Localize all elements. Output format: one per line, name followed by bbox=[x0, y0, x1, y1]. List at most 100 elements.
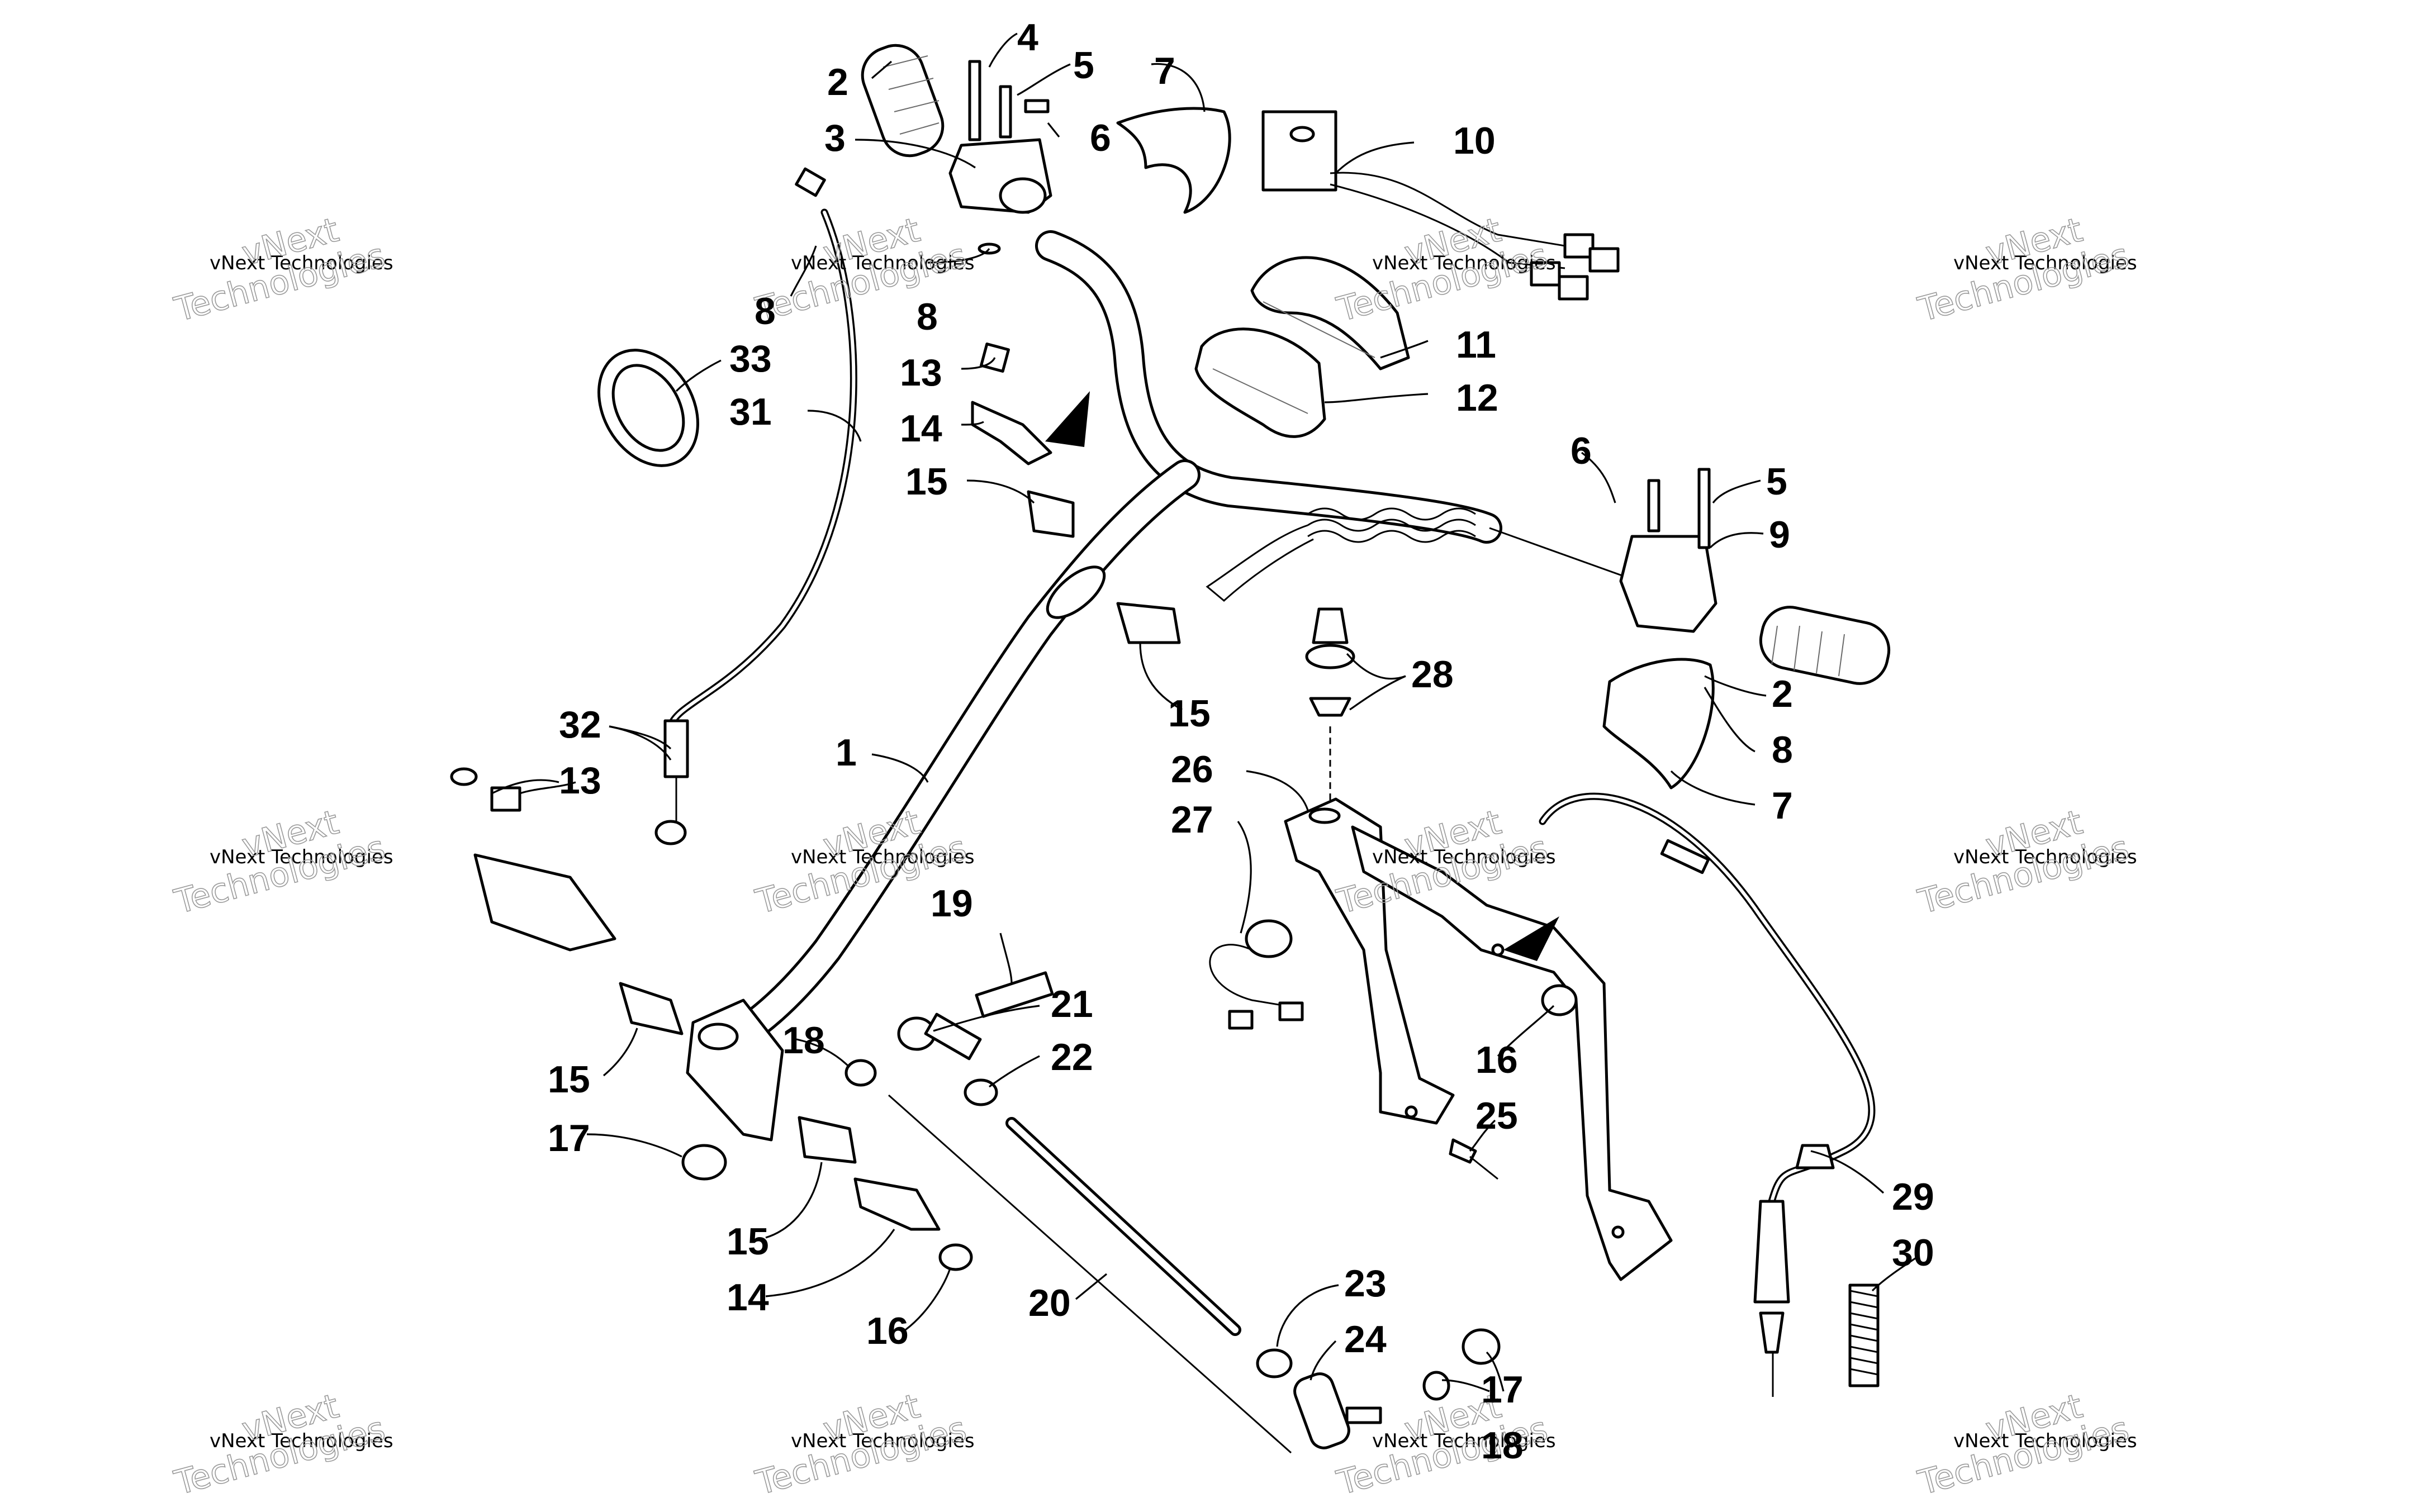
callout-4: 5 bbox=[1766, 460, 1787, 503]
nut-22 bbox=[964, 1078, 998, 1106]
callout-15: 15 bbox=[1168, 692, 1211, 735]
callout-16: 16 bbox=[866, 1310, 909, 1352]
callout-32: 32 bbox=[559, 703, 601, 746]
cable-31 bbox=[654, 167, 857, 845]
callout-13: 13 bbox=[900, 351, 942, 394]
steering-post bbox=[686, 459, 1201, 1142]
callout-26: 26 bbox=[1171, 748, 1213, 791]
clamp-14-bottom bbox=[853, 1177, 941, 1231]
callout-15: 15 bbox=[548, 1058, 590, 1101]
callout-7: 7 bbox=[1154, 50, 1175, 92]
callout-22: 22 bbox=[1051, 1036, 1093, 1078]
callout-15: 15 bbox=[727, 1220, 769, 1263]
clip-7-top bbox=[1116, 107, 1231, 214]
throttle-block-9 bbox=[1619, 468, 1717, 685]
watermark-text: vNext Technologies bbox=[1953, 1430, 2137, 1452]
callout-23: 23 bbox=[1344, 1262, 1387, 1305]
callout-21: 21 bbox=[1051, 983, 1093, 1025]
leader-lines bbox=[491, 32, 1918, 1392]
callout-11: 11 bbox=[1456, 324, 1496, 366]
callout-20: 20 bbox=[1028, 1282, 1071, 1324]
watermark-text: vNext Technologies bbox=[1372, 846, 1556, 868]
callout-16: 16 bbox=[1475, 1039, 1518, 1081]
grip-2-right bbox=[1759, 606, 1891, 685]
callout-3: 3 bbox=[824, 117, 846, 159]
watermark-text: vNext Technologies bbox=[791, 1430, 975, 1452]
clamp-15-b bbox=[1116, 602, 1181, 644]
callout-8: 8 bbox=[1772, 729, 1793, 771]
callout-18: 18 bbox=[1481, 1424, 1524, 1467]
watermark-text: vNext Technologies bbox=[1953, 252, 2137, 274]
tether-cord bbox=[1206, 507, 1476, 805]
callout-13: 13 bbox=[559, 759, 601, 802]
callout-17: 17 bbox=[1481, 1368, 1524, 1411]
callout-4: 4 bbox=[1017, 16, 1038, 59]
bushing-17-right bbox=[1462, 1328, 1501, 1365]
clamp-15-a bbox=[1027, 490, 1075, 538]
cable-29 bbox=[1539, 792, 1876, 1397]
callout-8: 8 bbox=[917, 296, 938, 338]
watermark-text: vNext Technologies bbox=[1372, 252, 1556, 274]
spring-30 bbox=[1848, 1283, 1880, 1387]
switch-housing-3 bbox=[948, 60, 1052, 255]
nut-23 bbox=[1256, 1348, 1293, 1378]
callout-1: 1 bbox=[836, 731, 857, 774]
watermark-text: vNext Technologies bbox=[210, 846, 393, 868]
pin-25 bbox=[1449, 1138, 1498, 1180]
washer-16-bottom bbox=[938, 1243, 973, 1271]
callout-30: 30 bbox=[1892, 1232, 1934, 1274]
watermark-text: vNext Technologies bbox=[791, 846, 975, 868]
tie-rod bbox=[888, 1094, 1292, 1454]
clamp-14-top bbox=[971, 343, 1090, 465]
connector-27 bbox=[1209, 919, 1304, 1030]
mount-plate bbox=[450, 767, 616, 952]
support-frame bbox=[1284, 797, 1673, 1281]
callout-33: 33 bbox=[729, 337, 772, 380]
callout-labels: 2 4 5 3 6 7 10 8 8 11 12 13 14 33 31 15 … bbox=[548, 16, 1934, 1467]
bushing-17-left bbox=[681, 1144, 727, 1181]
callout-24: 24 bbox=[1344, 1318, 1387, 1361]
callout-28: 28 bbox=[1411, 653, 1454, 696]
watermark-text: vNext Technologies bbox=[210, 252, 393, 274]
callout-27: 27 bbox=[1171, 798, 1213, 841]
washer-18-right bbox=[1422, 1371, 1450, 1401]
callout-31: 31 bbox=[729, 391, 772, 433]
rod-end-21 bbox=[897, 1012, 982, 1061]
callout-18: 18 bbox=[782, 1019, 825, 1062]
heater-11 bbox=[1250, 256, 1410, 370]
callout-5: 5 bbox=[1073, 44, 1094, 87]
watermark-text: vNext Technologies bbox=[1372, 1430, 1556, 1452]
callout-29: 29 bbox=[1892, 1176, 1934, 1218]
switch-10 bbox=[1261, 110, 1620, 301]
watermarks: vNext Technologies vNext Technologies vN… bbox=[170, 210, 2137, 1504]
clamp-15-d bbox=[798, 1116, 857, 1164]
callout-17: 17 bbox=[548, 1117, 590, 1159]
callout-2: 2 bbox=[827, 61, 848, 103]
callout-2: 2 bbox=[1772, 673, 1793, 715]
rod-end-24 bbox=[1293, 1372, 1382, 1449]
grip-2-left bbox=[861, 44, 945, 158]
clip-7-right bbox=[1602, 658, 1715, 790]
callout-9: 9 bbox=[1769, 513, 1790, 556]
clamp-15-c bbox=[619, 982, 684, 1035]
callout-5: 6 bbox=[1571, 430, 1592, 472]
watermark-text: vNext Technologies bbox=[210, 1430, 393, 1452]
callout-15: 15 bbox=[905, 460, 948, 503]
callout-14: 14 bbox=[727, 1276, 769, 1319]
callout-12: 12 bbox=[1456, 377, 1498, 419]
band-33 bbox=[597, 349, 699, 467]
callout-19: 19 bbox=[931, 882, 973, 925]
callout-25: 25 bbox=[1475, 1095, 1518, 1137]
callout-8: 8 bbox=[755, 290, 776, 332]
washer-18-left bbox=[844, 1059, 877, 1087]
heater-12 bbox=[1194, 327, 1326, 438]
callout-10: 10 bbox=[1453, 120, 1496, 162]
callout-7: 7 bbox=[1772, 784, 1793, 827]
bolt-19 bbox=[975, 971, 1054, 1018]
watermark-text: vNext Technologies bbox=[1953, 846, 2137, 868]
callout-14: 14 bbox=[900, 407, 942, 450]
callout-6: 6 bbox=[1090, 117, 1111, 159]
watermark-text: vNext Technologies bbox=[791, 252, 975, 274]
